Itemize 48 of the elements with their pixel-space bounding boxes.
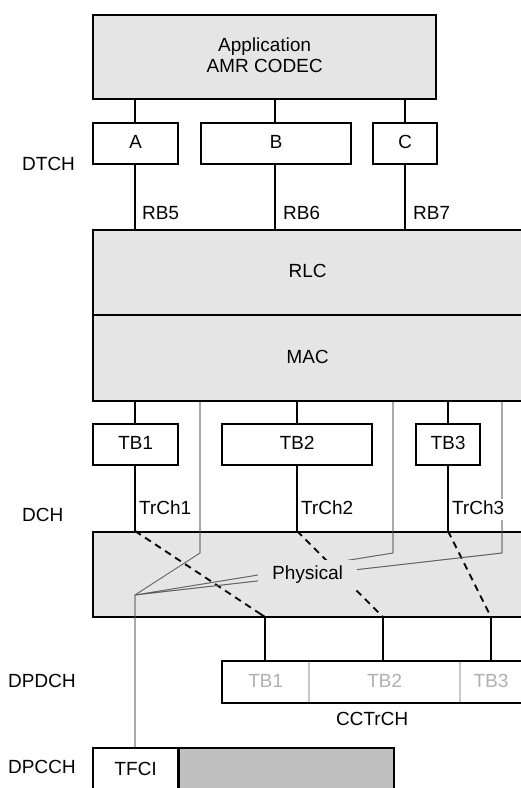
- connector-line: [134, 530, 266, 662]
- channel-type-label: DPDCH: [8, 672, 76, 693]
- layer-label: C: [398, 133, 412, 154]
- channel-type-label: DCH: [22, 506, 64, 527]
- segment-label: TB1: [248, 672, 283, 692]
- segment-label: TB2: [367, 672, 402, 692]
- layer-box: [92, 531, 521, 618]
- connector-line: [134, 100, 136, 122]
- connector-line: [296, 466, 298, 531]
- connector-line: [134, 165, 136, 229]
- channel-box: [372, 122, 438, 165]
- layer-label: B: [270, 133, 282, 154]
- connector-line: [447, 466, 449, 531]
- channel-type-label: DTCH: [22, 155, 75, 176]
- field-box: [178, 747, 395, 788]
- layer-label: RLC: [288, 262, 326, 283]
- connector-line: [447, 530, 492, 662]
- channel-box: [200, 122, 352, 165]
- layer-label: Application AMR CODEC: [205, 36, 324, 78]
- transport-block-box: [221, 423, 373, 466]
- connector-line: [296, 402, 298, 423]
- connector-line: [447, 402, 449, 423]
- transport-block-box: [92, 423, 179, 466]
- connector-line: [134, 466, 136, 531]
- layer-label: CCTrCH: [336, 710, 408, 731]
- layer-box: [92, 229, 521, 316]
- transport-block-box: [415, 423, 481, 466]
- connector-line: [296, 530, 384, 662]
- layer-label: Physical: [258, 560, 357, 589]
- edge-label: TrCh3: [451, 499, 506, 520]
- channel-box: [92, 122, 179, 165]
- field-box: [92, 747, 179, 788]
- layer-label: TB1: [118, 434, 153, 455]
- connector-line: [274, 100, 276, 122]
- connector-line: [404, 165, 406, 229]
- layer-box: [92, 14, 437, 100]
- layer-label: MAC: [286, 348, 329, 368]
- layer-label: A: [129, 133, 142, 154]
- segment-label: TB3: [474, 672, 508, 692]
- layer-label: TFCI: [114, 760, 157, 780]
- layer-label: TB3: [430, 434, 466, 455]
- connector-line: [134, 402, 136, 423]
- connector-line: [392, 402, 394, 532]
- channel-type-label: DPCCH: [8, 758, 76, 779]
- connector-line: [274, 165, 276, 229]
- connector-line: [404, 100, 406, 122]
- layer-label: TB2: [280, 434, 314, 455]
- layer-box: [92, 314, 521, 402]
